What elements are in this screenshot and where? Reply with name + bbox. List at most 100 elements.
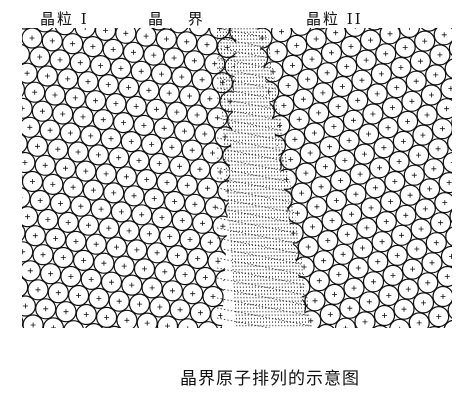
- atom-center-mark: [243, 137, 248, 142]
- atom-center-mark: [408, 214, 413, 219]
- atom-center-mark: [435, 146, 441, 152]
- atom-center-mark: [35, 239, 40, 244]
- atom: [313, 250, 335, 272]
- atom: [369, 157, 391, 179]
- atom: [236, 276, 256, 296]
- atom: [431, 118, 452, 140]
- atom-center-mark: [441, 32, 447, 38]
- atom-center-mark: [193, 262, 198, 267]
- atom: [145, 98, 168, 120]
- atom: [339, 297, 361, 319]
- atom-center-mark: [344, 64, 350, 69]
- atom-center-mark: [202, 131, 208, 137]
- atom: [340, 35, 362, 57]
- atom: [177, 127, 197, 147]
- atom-center-mark: [439, 126, 445, 132]
- atom-center-mark: [359, 77, 365, 83]
- atom: [151, 207, 173, 229]
- atom: [191, 69, 213, 91]
- atom-center-mark: [357, 171, 363, 177]
- atom: [204, 53, 226, 75]
- atom-center-mark: [396, 159, 402, 164]
- atom-center-mark: [145, 147, 150, 152]
- atom-center-mark: [257, 149, 259, 155]
- atom-center-mark: [370, 111, 376, 117]
- atom-center-mark: [32, 89, 38, 95]
- boundary-hatch-line: [217, 57, 312, 79]
- atom: [173, 120, 196, 142]
- atom-center-mark: [353, 191, 359, 197]
- atom-center-mark: [70, 41, 76, 47]
- atom: [117, 76, 140, 99]
- atom-center-mark: [23, 38, 28, 43]
- boundary-hatch-line: [267, 28, 289, 328]
- boundary-hatch-line: [217, 157, 312, 179]
- atom: [304, 290, 326, 312]
- atom-center-mark: [101, 260, 107, 266]
- atom: [308, 270, 330, 292]
- atom: [187, 247, 209, 270]
- atom-center-mark: [317, 273, 322, 278]
- atom: [171, 66, 193, 88]
- atom: [163, 47, 185, 69]
- atom-center-mark: [420, 132, 426, 138]
- boundary-hatch-line: [252, 28, 274, 328]
- boundary-hatch-line: [217, 277, 312, 299]
- atom-center-mark: [27, 124, 33, 130]
- atom-center-mark: [131, 49, 136, 55]
- atom-center-mark: [75, 149, 81, 155]
- atom-center-mark: [126, 84, 132, 90]
- atom: [299, 142, 321, 164]
- atom-center-mark: [88, 276, 94, 282]
- atom-center-mark: [410, 266, 415, 272]
- atom-center-mark: [219, 80, 225, 86]
- atom: [103, 182, 125, 204]
- atom-center-mark: [130, 302, 135, 307]
- atom: [89, 54, 112, 77]
- atom-center-mark: [178, 249, 183, 254]
- atom: [246, 203, 266, 223]
- atom-center-mark: [188, 115, 193, 120]
- atom: [204, 196, 226, 218]
- atom-center-mark: [202, 275, 208, 280]
- atom: [222, 288, 237, 310]
- atom-center-mark: [22, 249, 26, 255]
- atom-center-mark: [429, 260, 435, 266]
- boundary-hatch-line: [219, 28, 241, 328]
- atom-center-mark: [207, 239, 213, 245]
- atom-center-mark: [104, 86, 109, 91]
- atom: [82, 36, 104, 58]
- atom-center-mark: [333, 30, 339, 36]
- atom: [169, 299, 191, 321]
- atom-center-mark: [364, 225, 370, 231]
- atom-center-mark: [418, 226, 424, 232]
- atom: [138, 223, 161, 245]
- atom: [183, 50, 205, 72]
- atom: [379, 28, 401, 45]
- atom-center-mark: [210, 150, 215, 156]
- atom: [397, 278, 419, 300]
- atom-center-mark: [60, 255, 66, 260]
- atom-center-mark: [309, 56, 315, 62]
- atom: [100, 128, 122, 150]
- atom-center-mark: [332, 291, 337, 297]
- atom-center-mark: [199, 77, 205, 83]
- atom: [35, 298, 57, 320]
- atom-center-mark: [414, 246, 420, 252]
- boundary-hatch-line: [217, 107, 312, 129]
- atom-center-mark: [274, 49, 280, 55]
- atom-center-mark: [375, 259, 381, 265]
- atom-center-mark: [197, 75, 202, 80]
- atom-center-mark: [299, 190, 305, 196]
- atom: [305, 28, 327, 50]
- atom: [231, 128, 251, 148]
- atom: [110, 201, 133, 223]
- atom-center-mark: [270, 69, 276, 75]
- atom: [22, 258, 23, 278]
- atom: [22, 43, 30, 65]
- atom-center-mark: [362, 319, 368, 325]
- atom-center-mark: [143, 74, 148, 79]
- atom-center-mark: [298, 37, 303, 42]
- atom: [209, 28, 231, 40]
- atom-center-mark: [446, 180, 452, 186]
